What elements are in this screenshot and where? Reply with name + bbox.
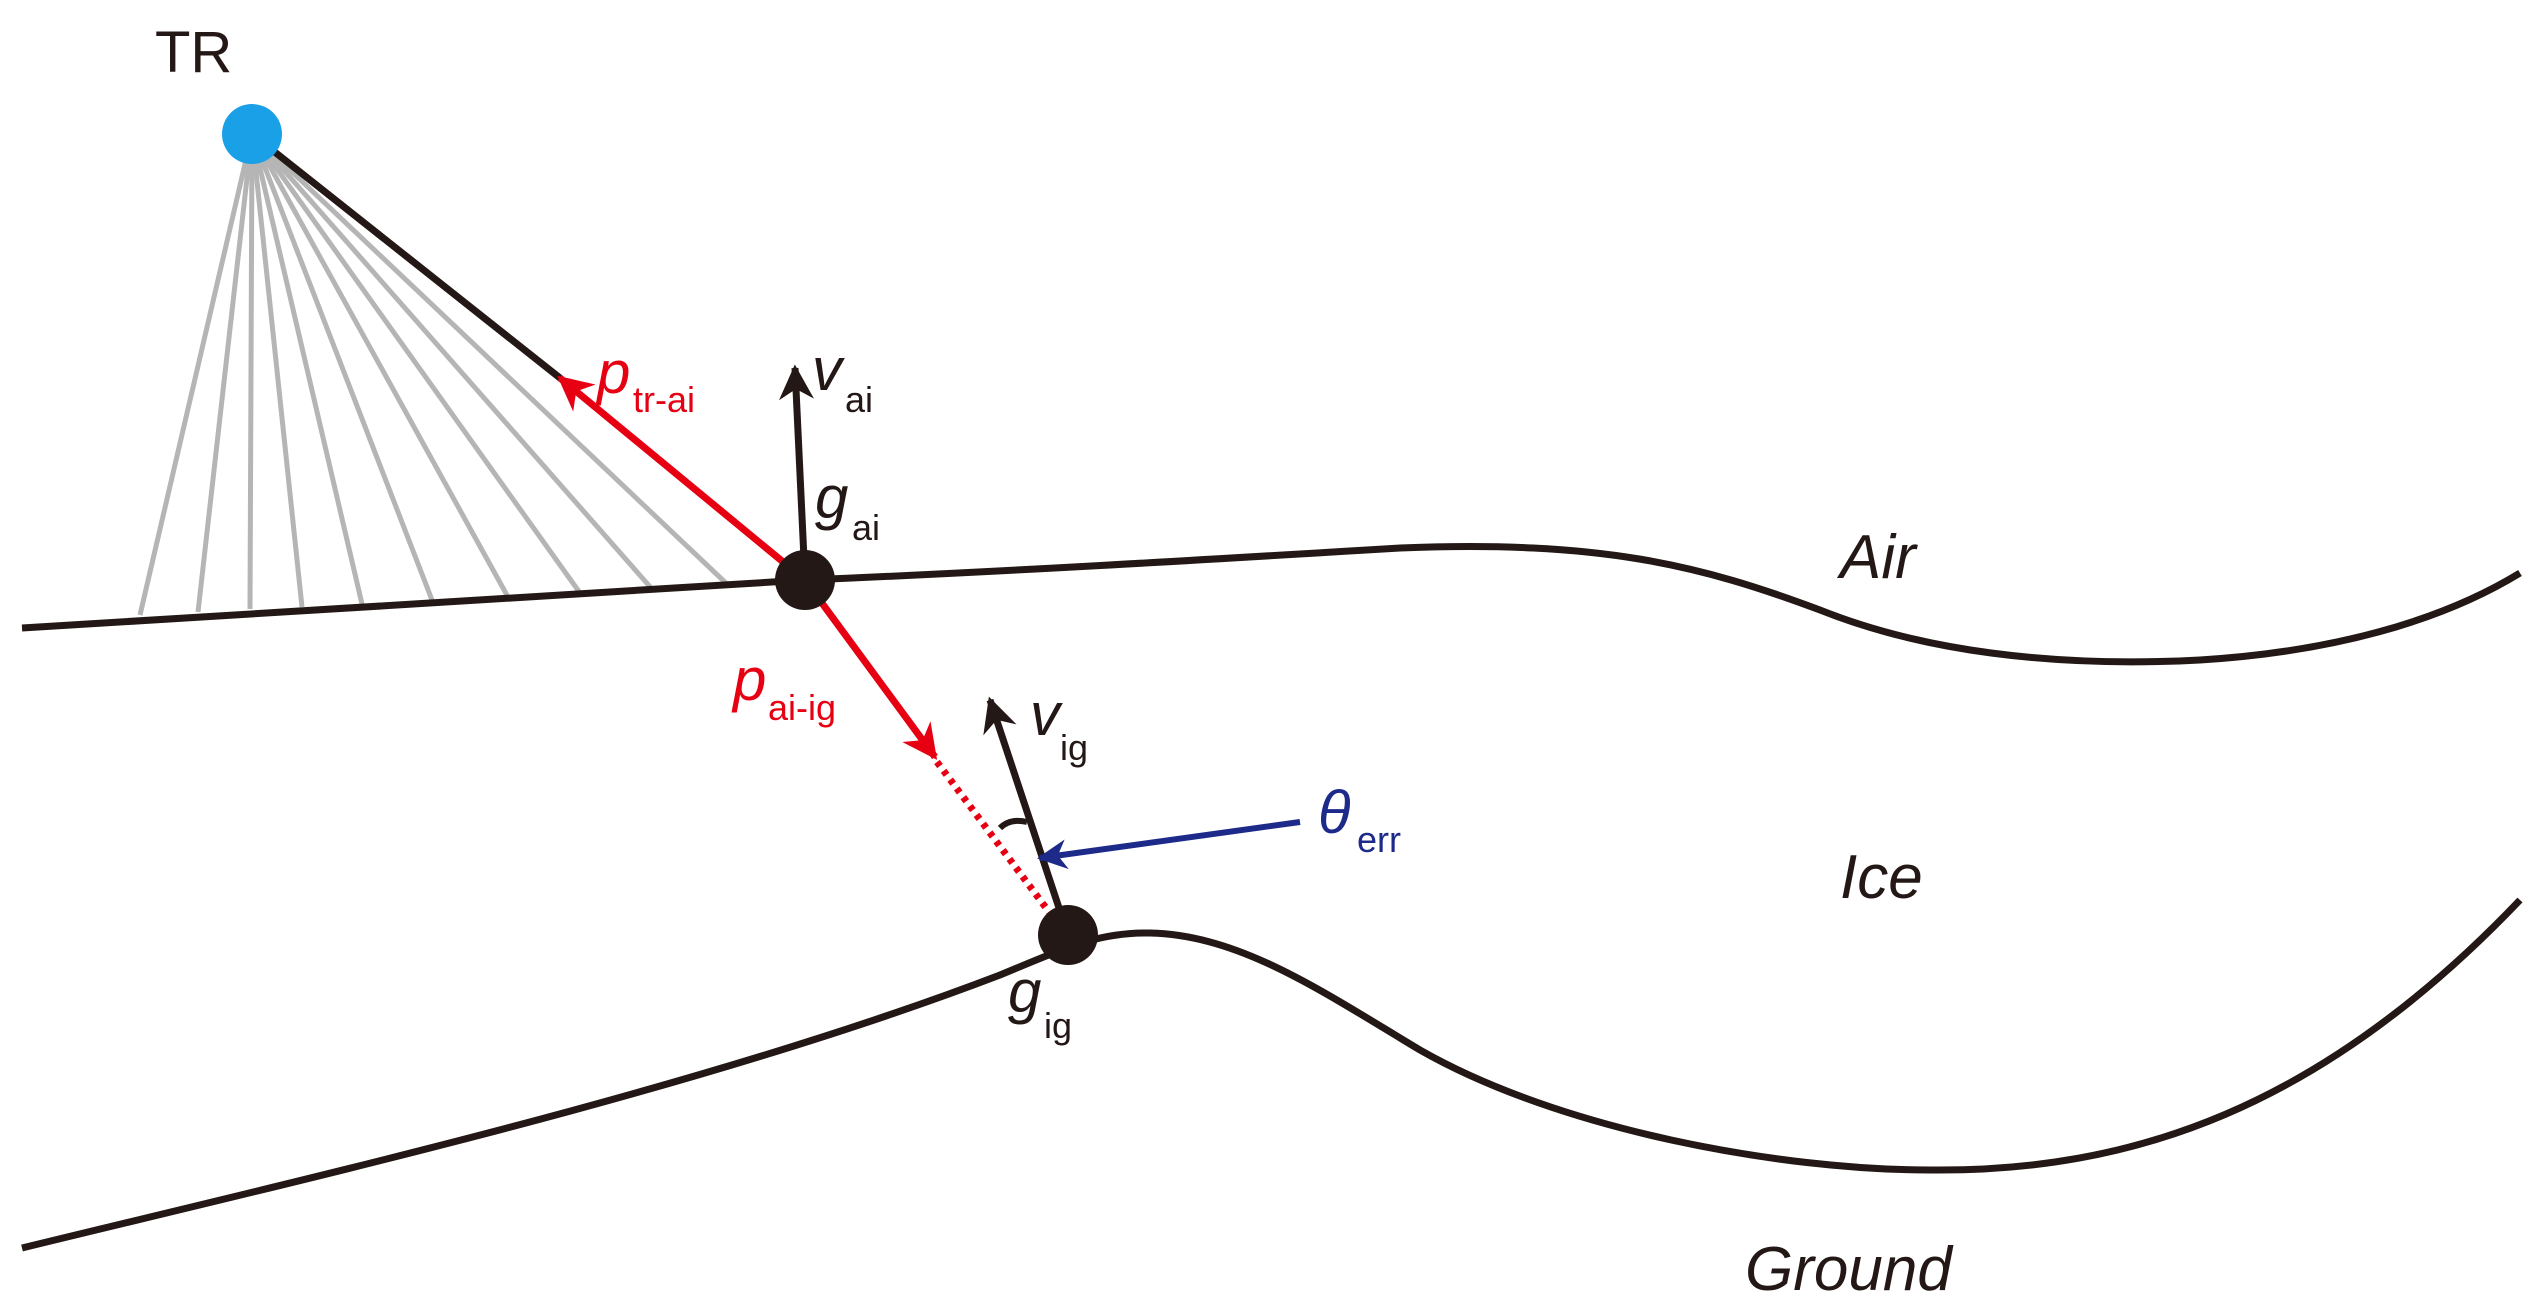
svg-text:p: p <box>731 646 766 713</box>
ray <box>250 132 654 591</box>
tr-label: TR <box>155 20 232 85</box>
p-tr-ai-label: p tr-ai <box>595 339 695 420</box>
svg-text:ai-ig: ai-ig <box>768 687 836 728</box>
ray <box>250 132 730 587</box>
g-ai-point <box>775 550 835 610</box>
ice-ground-surface <box>21 897 2523 1252</box>
svg-text:ai: ai <box>845 379 873 420</box>
svg-text:err: err <box>1357 819 1401 860</box>
angle-arc <box>997 817 1028 831</box>
theta-err-label: θ err <box>1318 779 1401 860</box>
ray-fan <box>137 132 730 616</box>
v-ig-arrow <box>983 696 1072 937</box>
ray <box>249 132 583 595</box>
ray <box>137 133 255 616</box>
svg-text:ai: ai <box>852 507 880 548</box>
ray <box>249 133 435 601</box>
svg-text:g: g <box>1008 958 1041 1025</box>
svg-text:ig: ig <box>1060 727 1088 768</box>
air-label: Air <box>1836 523 1918 592</box>
svg-text:v: v <box>812 336 845 403</box>
p-ai-ig-label: p ai-ig <box>731 646 836 728</box>
ray <box>249 132 511 599</box>
ray <box>249 133 305 608</box>
svg-text:v: v <box>1030 681 1063 748</box>
p-tr-ai-arrow <box>557 375 808 583</box>
g-ig-label: g ig <box>1008 958 1072 1046</box>
tr-point <box>222 104 282 164</box>
svg-text:θ: θ <box>1318 779 1351 846</box>
v-ig-label: v ig <box>1030 681 1088 768</box>
ice-label: Ice <box>1840 843 1923 912</box>
v-ai-arrow <box>779 364 814 581</box>
svg-text:tr-ai: tr-ai <box>633 379 695 420</box>
p-ai-ig-arrow <box>802 577 938 760</box>
incident-ray <box>249 131 563 381</box>
svg-text:ig: ig <box>1044 1005 1072 1046</box>
v-ai-label: v ai <box>812 336 873 420</box>
ray <box>247 133 255 610</box>
g-ai-label: g ai <box>815 464 880 548</box>
svg-text:p: p <box>595 339 630 406</box>
ray <box>249 133 365 605</box>
air-ice-surface <box>21 543 2522 666</box>
g-ig-point <box>1038 905 1098 965</box>
ground-label: Ground <box>1745 1235 1954 1304</box>
svg-text:g: g <box>815 464 848 531</box>
ray <box>195 133 255 613</box>
theta-err-arrow <box>1037 819 1301 870</box>
